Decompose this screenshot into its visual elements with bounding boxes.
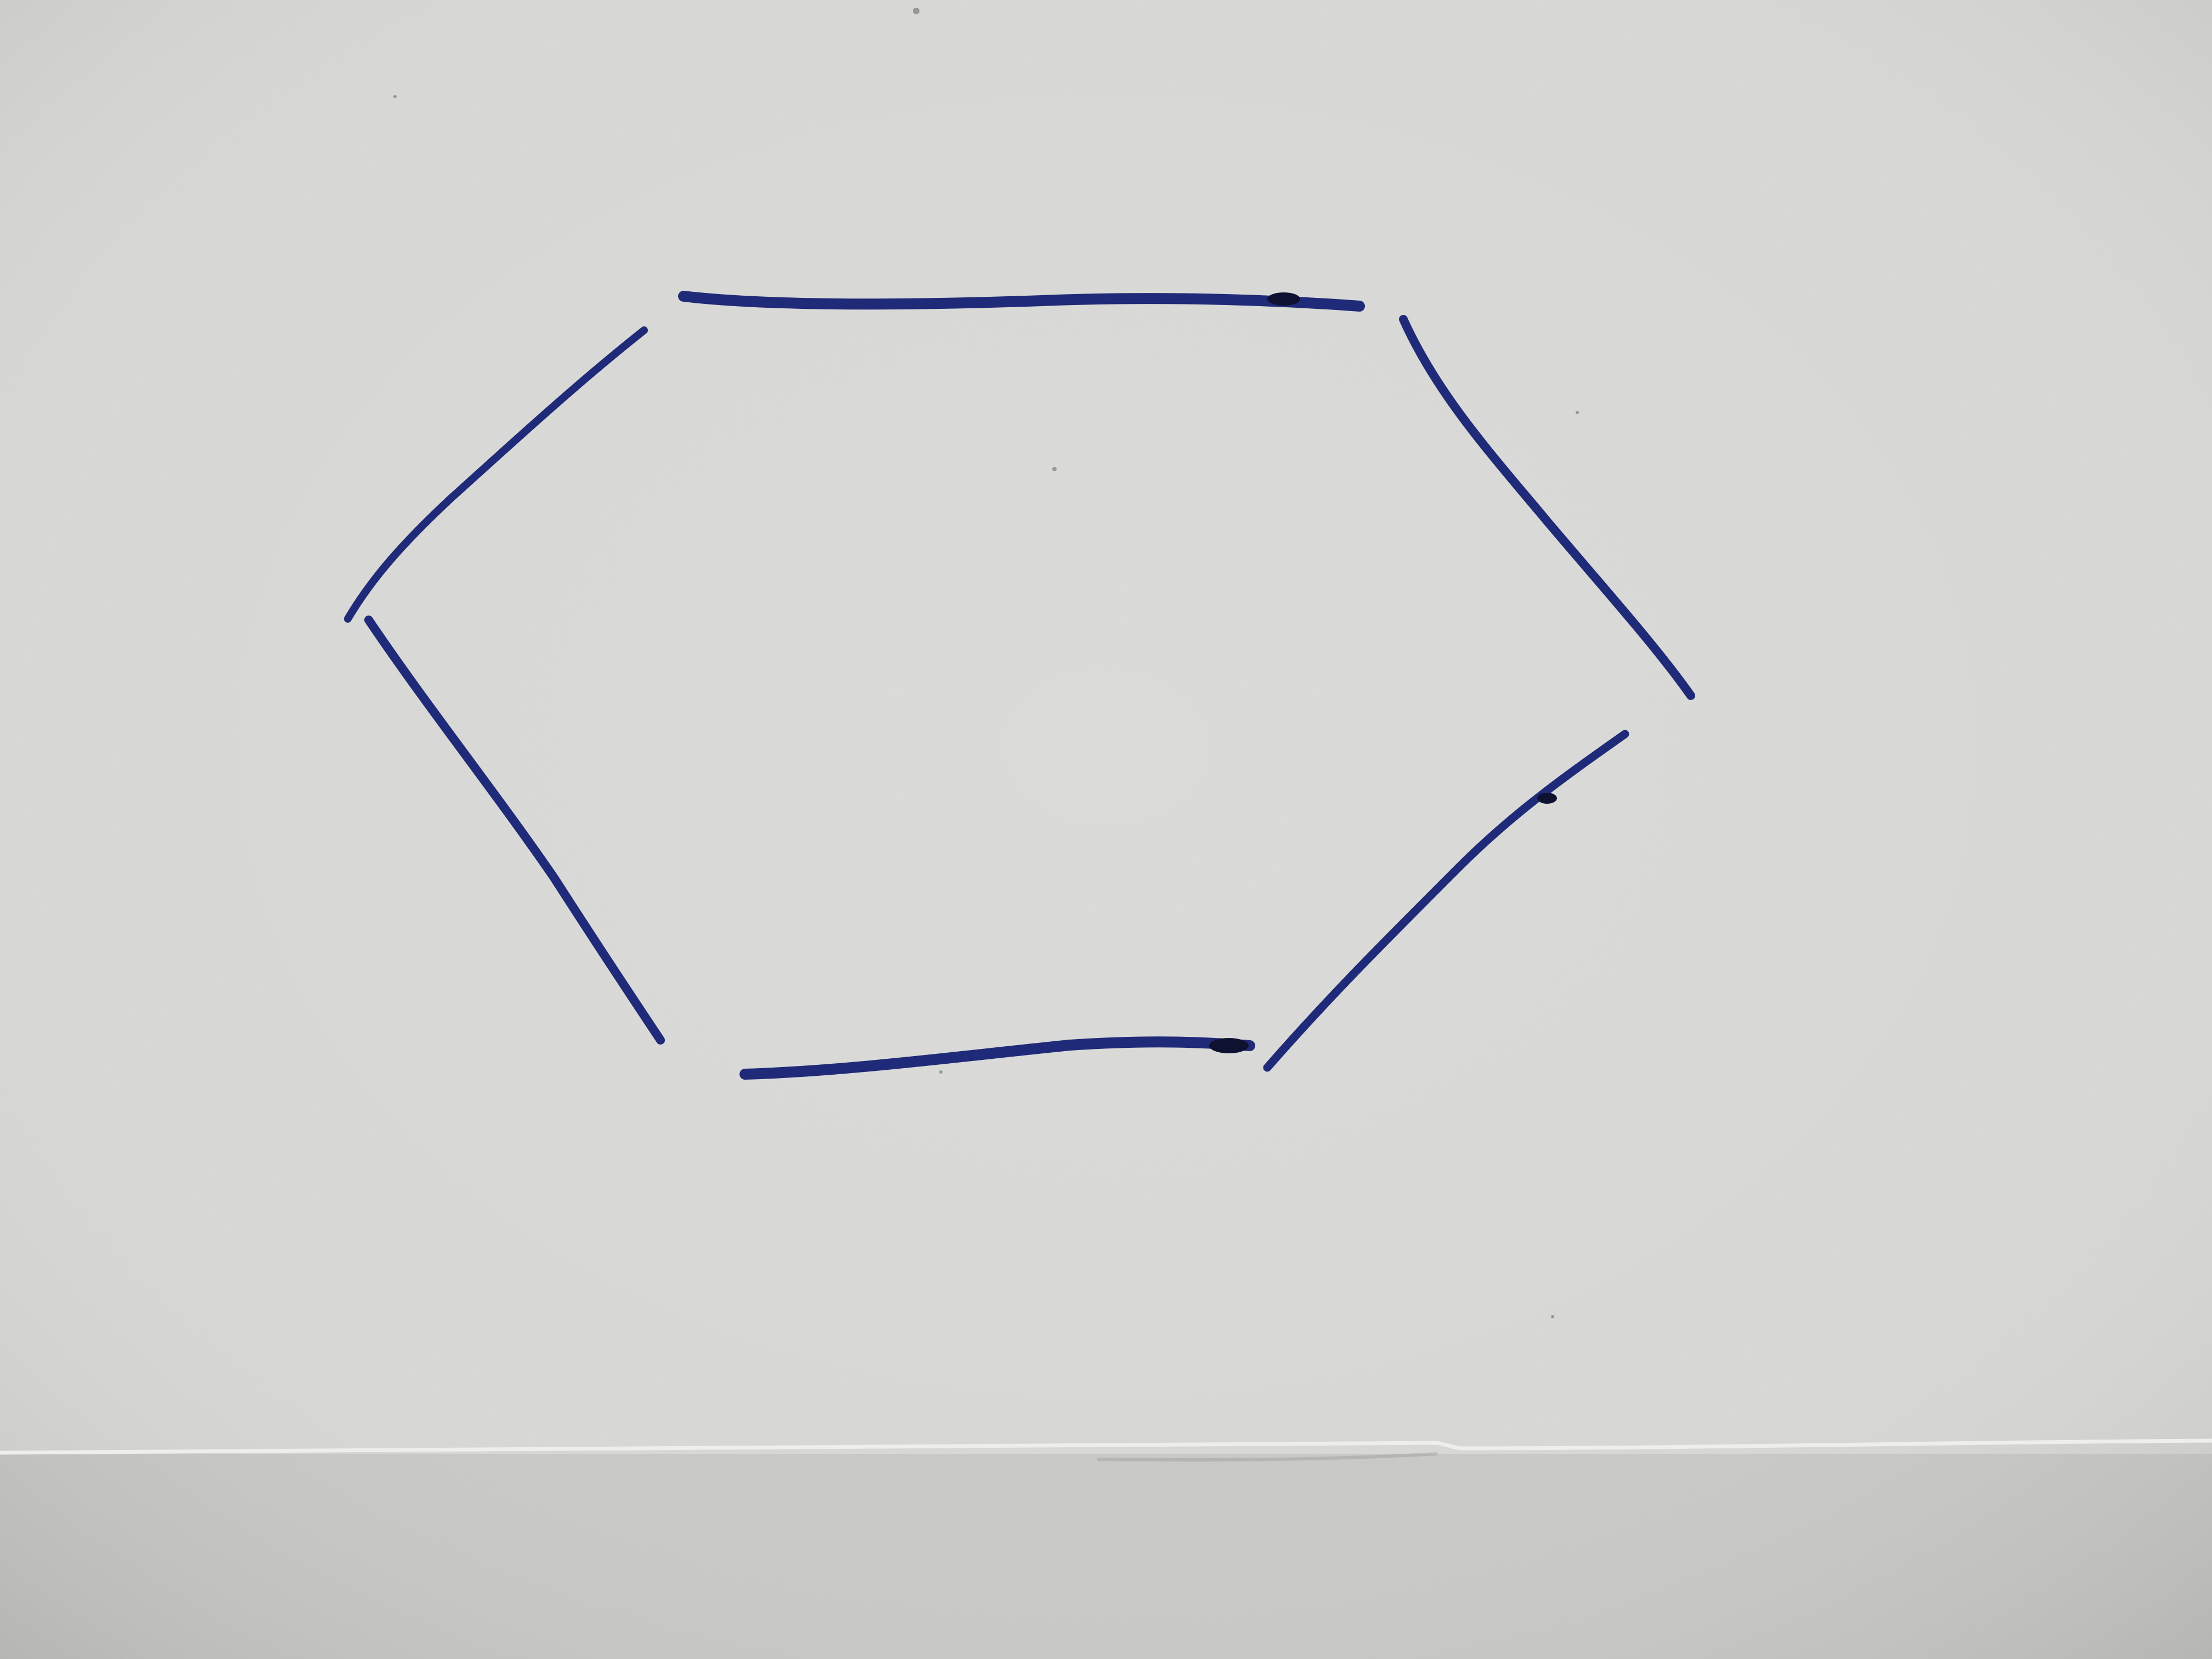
speck xyxy=(1576,411,1579,414)
hexagon-upper-right-edge xyxy=(1399,315,1695,700)
ink-blob xyxy=(1537,793,1557,804)
speck xyxy=(913,8,919,14)
speck xyxy=(393,95,397,98)
speck xyxy=(1551,1315,1554,1318)
ink-blobs xyxy=(1209,292,1557,1053)
speck xyxy=(1052,467,1057,471)
ink-blob xyxy=(1209,1038,1249,1053)
hexagon-bottom-edge xyxy=(740,1036,1255,1080)
hexagon-upper-left-edge xyxy=(344,326,648,623)
paper-specks xyxy=(393,8,1579,1318)
paper-crease xyxy=(0,1438,2212,1455)
hexagon-lower-right-edge xyxy=(1263,730,1629,1072)
hexagon-drawing xyxy=(344,291,1695,1080)
ink-blob xyxy=(1267,292,1300,306)
hexagon-lower-left-edge xyxy=(364,616,665,1045)
hexagon-top-edge xyxy=(678,291,1365,312)
paper-crease-shadow xyxy=(1097,1452,1438,1462)
speck xyxy=(939,1070,943,1074)
